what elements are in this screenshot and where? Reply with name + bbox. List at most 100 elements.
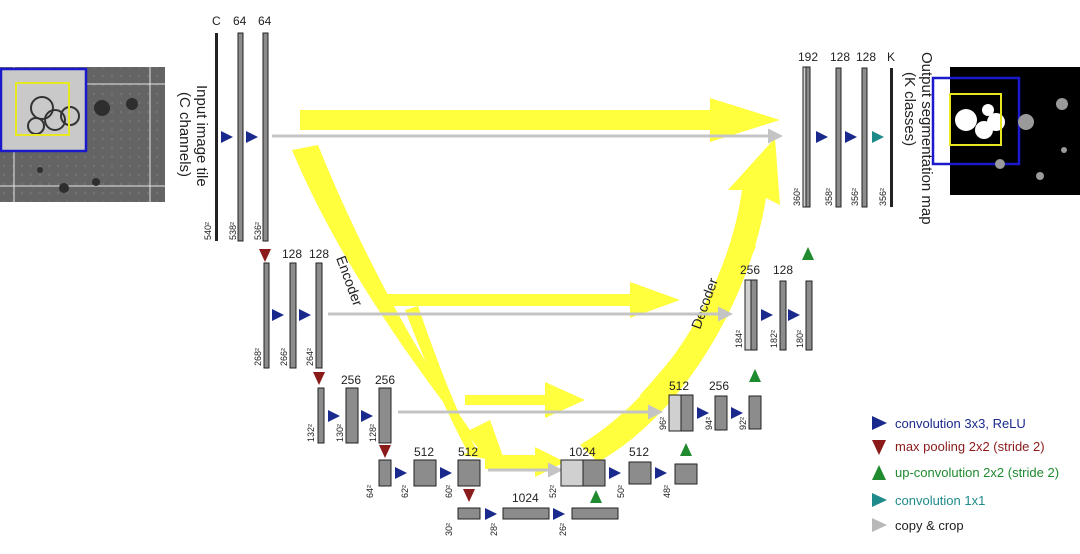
feature-map	[890, 68, 893, 207]
level1-feature-maps: C 64 64 540² 538² 536²	[203, 14, 272, 241]
pool-arrow-icon	[313, 372, 325, 385]
feature-map	[629, 462, 651, 484]
conv-arrow-icon	[395, 467, 407, 479]
feature-map	[346, 388, 358, 443]
feature-map	[290, 263, 296, 368]
pool-arrow-icon	[463, 489, 475, 502]
channel-label: K	[887, 50, 895, 64]
up-arrow-icon	[590, 490, 602, 503]
output-segmentation-map	[933, 67, 1080, 195]
channel-label: 128	[856, 50, 876, 64]
size-label: 28²	[489, 523, 499, 536]
channel-label: 512	[629, 445, 649, 459]
up-arrow-icon	[749, 369, 761, 382]
conv-arrow-icon	[761, 309, 773, 321]
size-label: 130²	[335, 424, 345, 442]
feature-map	[318, 388, 324, 443]
feature-map	[458, 460, 480, 486]
size-label: 30²	[444, 523, 454, 536]
channel-label: 512	[458, 445, 478, 459]
pool-arrow-icon	[379, 445, 391, 458]
channel-label: 128	[830, 50, 850, 64]
conv-arrow-icon	[845, 131, 857, 143]
channel-label: 256	[709, 379, 729, 393]
input-label-line1: Input image tile	[193, 85, 210, 187]
conv-arrow-icon	[246, 131, 258, 143]
channel-label: 128	[282, 247, 302, 261]
size-label: 182²	[769, 330, 779, 348]
feature-map	[503, 508, 549, 519]
size-label: 132²	[306, 424, 316, 442]
feature-map	[238, 33, 243, 241]
legend-item-label: copy & crop	[895, 518, 964, 533]
uplevel2-feature-maps: 256 128 184² 182² 180²	[734, 263, 812, 350]
legend-conv-icon	[872, 416, 887, 430]
conv-arrow-icon	[485, 508, 497, 520]
output-label-line2: (K classes)	[901, 72, 918, 146]
feature-map	[379, 388, 391, 443]
feature-map	[561, 460, 583, 486]
up-arrow-icon	[802, 247, 814, 260]
size-label: 264²	[305, 348, 315, 366]
up-arrow-icon	[680, 443, 692, 456]
channel-label: 192	[798, 50, 818, 64]
size-label: 536²	[253, 222, 263, 240]
channel-label: 64	[258, 14, 272, 28]
size-label: 180²	[795, 330, 805, 348]
size-label: 48²	[662, 485, 672, 498]
channel-label: 512	[669, 379, 689, 393]
feature-map	[836, 68, 841, 207]
feature-map	[669, 395, 681, 431]
conv-arrow-icon	[361, 410, 373, 422]
channel-label: 512	[414, 445, 434, 459]
size-label: 266²	[279, 348, 289, 366]
conv-arrow-icon	[221, 131, 233, 143]
size-label: 26²	[558, 523, 568, 536]
size-label: 540²	[203, 222, 213, 240]
uplevel3-feature-maps: 512 256 96² 94² 92²	[658, 379, 761, 431]
encoder-highlight-2	[405, 306, 478, 456]
feature-map	[751, 280, 757, 350]
feature-map	[379, 460, 391, 486]
uplevel4-feature-maps: 1024 512 52² 50² 48²	[548, 445, 697, 498]
legend: convolution 3x3, ReLU max pooling 2x2 (s…	[872, 416, 1059, 533]
legend-up-icon	[872, 465, 886, 480]
uplevel1-feature-maps: 192 128 128 K 360² 358² 356² 356²	[792, 50, 895, 207]
level2-feature-maps: 128 128 268² 266² 264²	[253, 247, 329, 368]
conv-arrow-icon	[440, 467, 452, 479]
feature-map	[458, 508, 480, 519]
size-label: 356²	[850, 188, 860, 206]
size-label: 360²	[792, 188, 802, 206]
size-label: 94²	[704, 417, 714, 430]
feature-map	[681, 395, 693, 431]
channel-label: 256	[341, 373, 361, 387]
feature-map	[675, 464, 697, 484]
input-image-tile	[0, 67, 165, 202]
feature-map	[572, 508, 618, 519]
legend-pool-icon	[872, 440, 886, 455]
conv-arrow-icon	[553, 508, 565, 520]
feature-map	[806, 67, 810, 207]
feature-map	[780, 281, 786, 350]
size-label: 50²	[616, 485, 626, 498]
conv-arrow-icon	[272, 309, 284, 321]
channel-label: 1024	[569, 445, 596, 459]
feature-map	[215, 33, 218, 241]
channel-label: 64	[233, 14, 247, 28]
size-label: 538²	[228, 222, 238, 240]
channel-label: 128	[773, 263, 793, 277]
feature-map	[806, 281, 812, 350]
size-label: 358²	[824, 188, 834, 206]
feature-map	[583, 460, 605, 486]
feature-map	[715, 396, 727, 430]
size-label: 128²	[368, 424, 378, 442]
size-label: 184²	[734, 330, 744, 348]
size-label: 62²	[400, 485, 410, 498]
size-label: 96²	[658, 417, 668, 430]
size-label: 92²	[738, 417, 748, 430]
feature-map	[414, 460, 436, 486]
conv1x1-arrow-icon	[872, 131, 884, 143]
conv-arrow-icon	[816, 131, 828, 143]
legend-item-label: convolution 3x3, ReLU	[895, 416, 1026, 431]
